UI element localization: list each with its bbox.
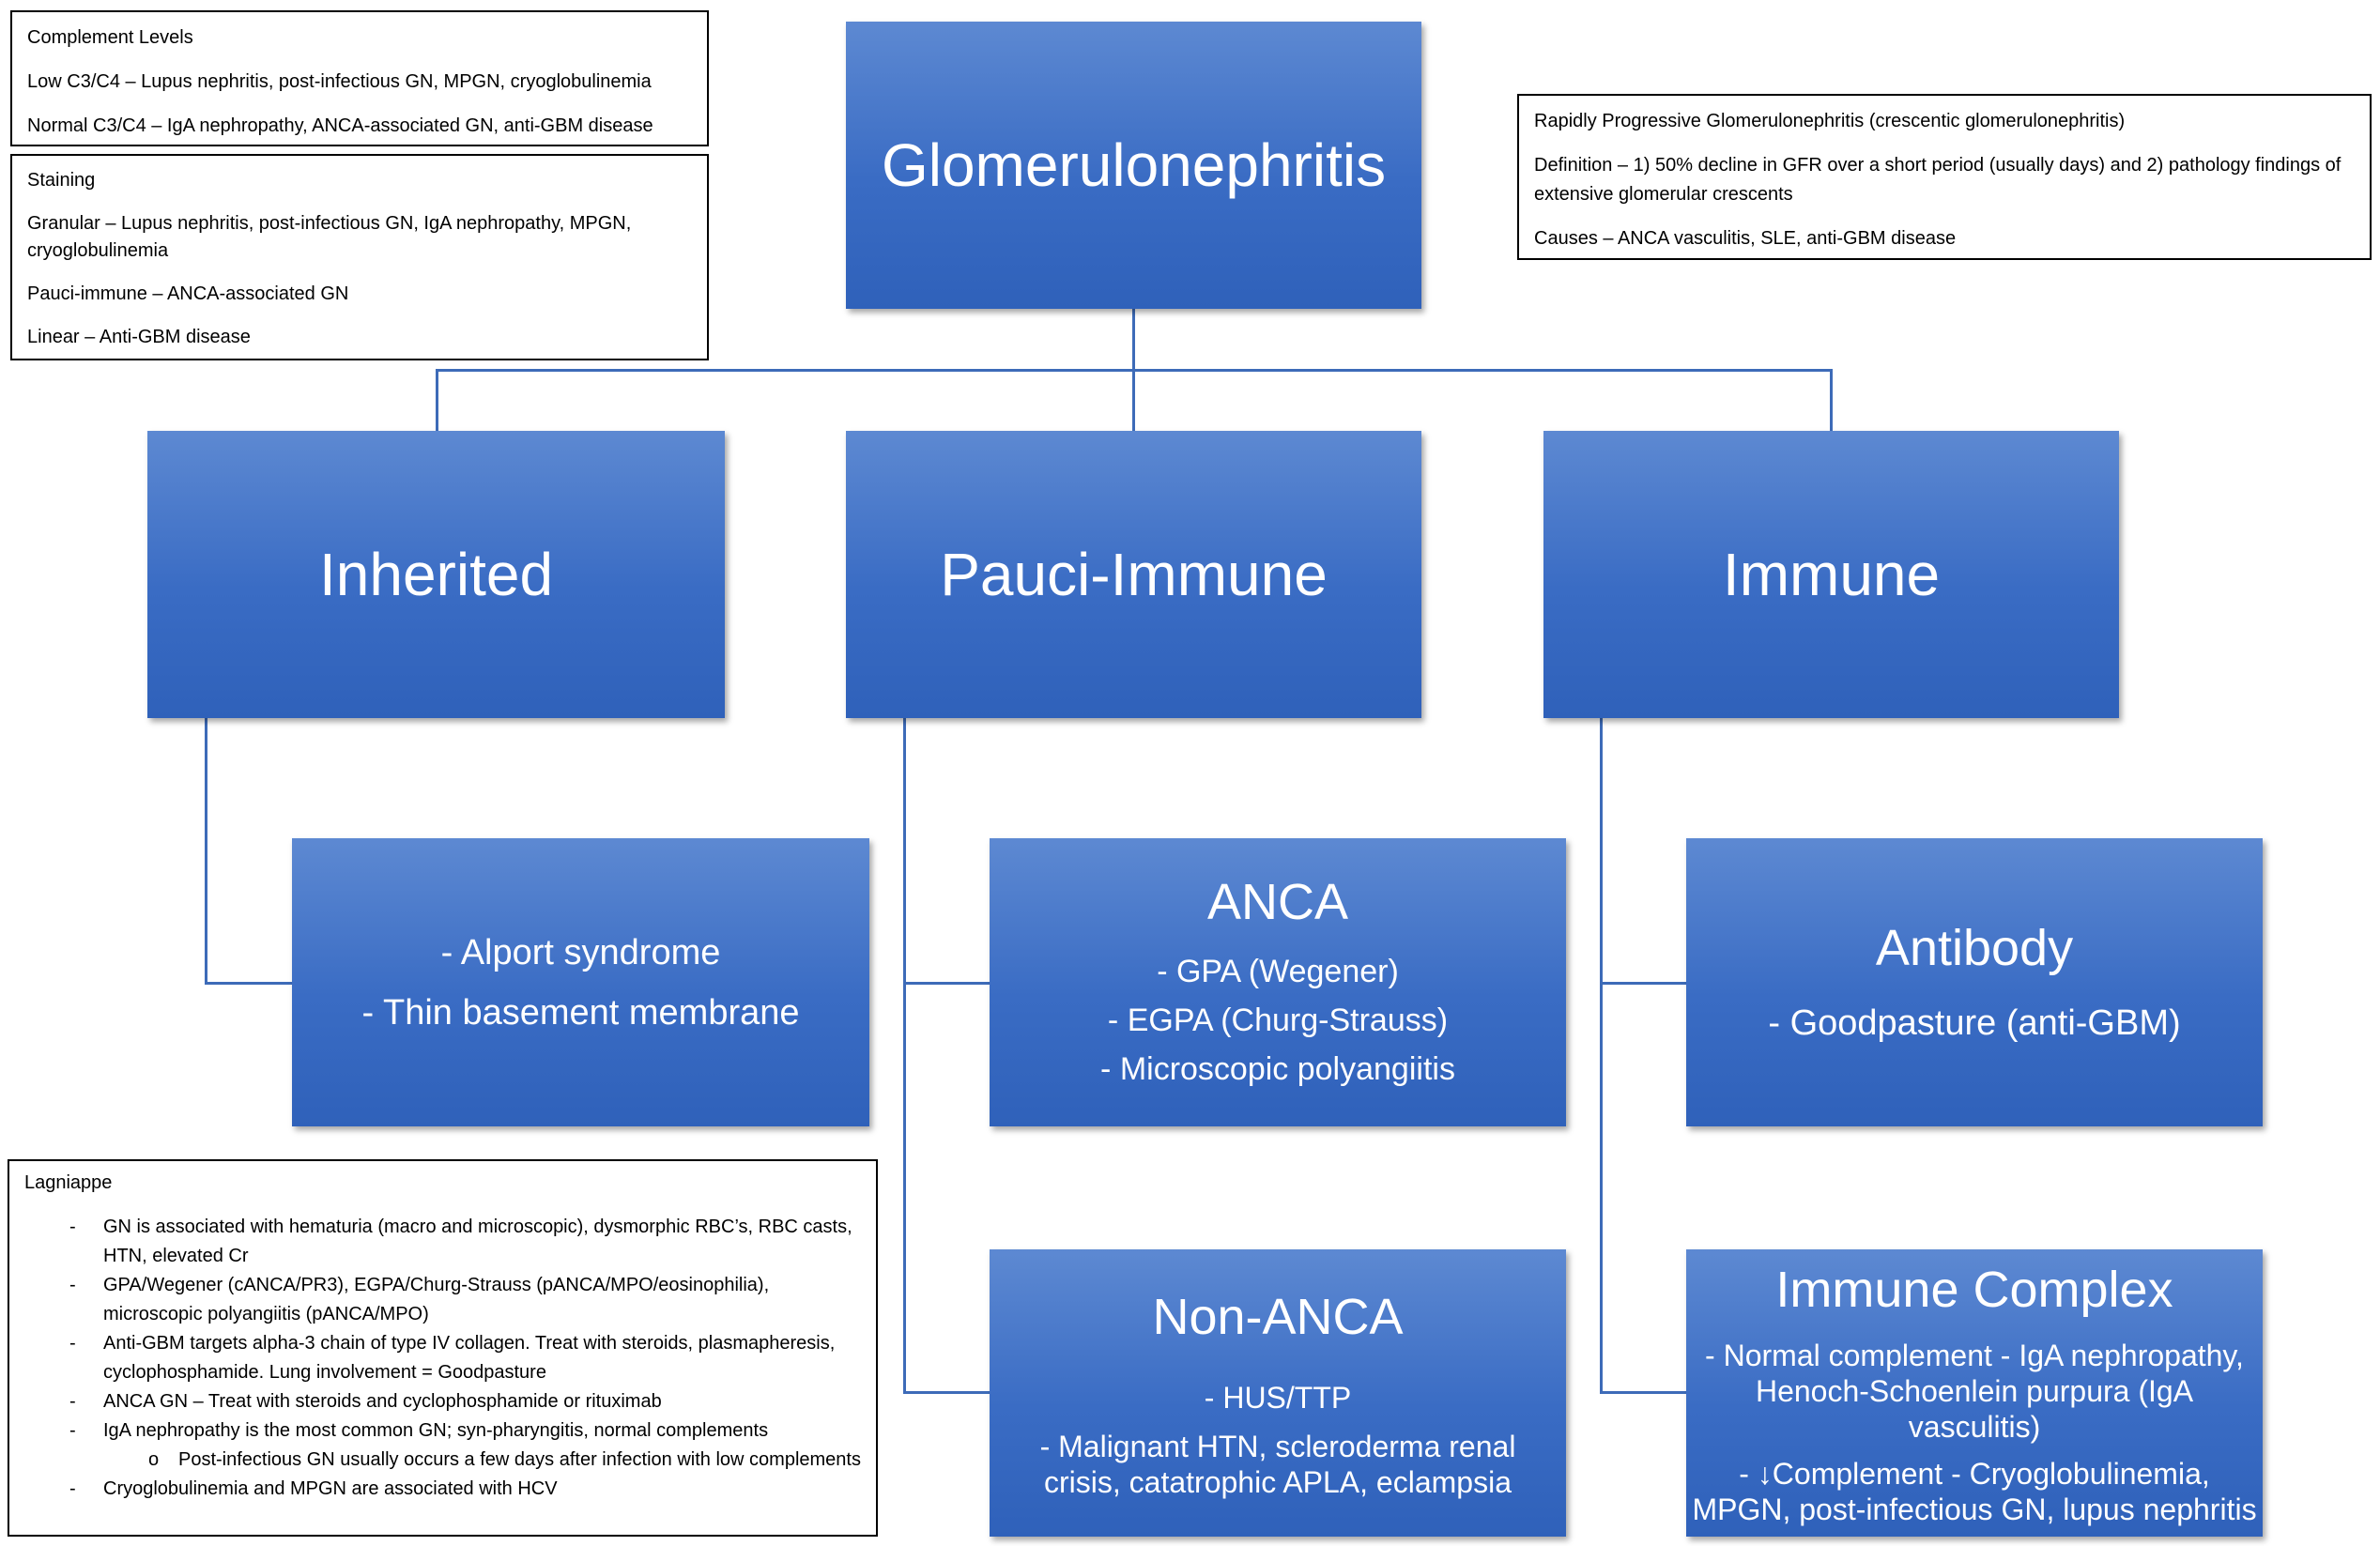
connector xyxy=(205,982,292,985)
lagniappe-note: Lagniappe GN is associated with hematuri… xyxy=(8,1159,878,1537)
antibody-box: Antibody - Goodpasture (anti-GBM) xyxy=(1686,838,2263,1126)
non-anca-box: Non-ANCA - HUS/TTP - Malignant HTN, scle… xyxy=(990,1249,1566,1537)
box-heading: Non-ANCA xyxy=(1152,1289,1404,1346)
list-item: IgA nephropathy is the most common GN; s… xyxy=(24,1416,861,1446)
box-item: - Thin basement membrane xyxy=(361,992,800,1033)
note-line: Linear – Anti-GBM disease xyxy=(27,327,251,347)
box-item: - GPA (Wegener) xyxy=(1157,954,1399,990)
list-item: GPA/Wegener (cANCA/PR3), EGPA/Churg-Stra… xyxy=(24,1271,861,1329)
lagniappe-list: GN is associated with hematuria (macro a… xyxy=(24,1213,861,1504)
connector xyxy=(1600,718,1603,1393)
list-item: GN is associated with hematuria (macro a… xyxy=(24,1213,861,1271)
connector xyxy=(436,369,438,431)
note-heading: Complement Levels xyxy=(27,27,193,48)
box-item: - Goodpasture (anti-GBM) xyxy=(1768,1003,2181,1044)
category-label: Inherited xyxy=(318,541,554,608)
list-subitem: Post-infectious GN usually occurs a few … xyxy=(24,1446,861,1475)
inherited-box: Inherited xyxy=(147,431,725,718)
box-item: - ↓Complement - Cryoglobulinemia, MPGN, … xyxy=(1692,1456,2257,1526)
note-line: Granular – Lupus nephritis, post-infecti… xyxy=(27,213,632,261)
box-item: - Malignant HTN, scleroderma renal crisi… xyxy=(1039,1429,1516,1499)
connector xyxy=(903,1391,990,1394)
box-item: - EGPA (Churg-Strauss) xyxy=(1107,1003,1449,1039)
note-line: Pauci-immune – ANCA-associated GN xyxy=(27,283,349,304)
list-item: Anti-GBM targets alpha-3 chain of type I… xyxy=(24,1329,861,1387)
category-label: Immune xyxy=(1722,541,1941,608)
connector xyxy=(903,982,990,985)
box-heading: ANCA xyxy=(1206,873,1349,930)
connector xyxy=(436,369,1832,372)
category-label: Pauci-Immune xyxy=(940,541,1328,608)
inherited-detail-box: - Alport syndrome - Thin basement membra… xyxy=(292,838,869,1126)
list-item: Cryoglobulinemia and MPGN are associated… xyxy=(24,1475,861,1504)
note-line: Normal C3/C4 – IgA nephropathy, ANCA-ass… xyxy=(27,115,653,136)
staining-note: Staining Granular – Lupus nephritis, pos… xyxy=(10,154,709,360)
title-box: Glomerulonephritis xyxy=(846,22,1421,309)
box-item: - Microscopic polyangiitis xyxy=(1100,1051,1455,1088)
connector xyxy=(903,718,906,1393)
connector xyxy=(1830,369,1833,431)
pauci-immune-box: Pauci-Immune xyxy=(846,431,1421,718)
rpgn-note: Rapidly Progressive Glomerulonephritis (… xyxy=(1517,94,2372,260)
note-heading: Lagniappe xyxy=(24,1172,113,1193)
box-heading: Immune Complex xyxy=(1775,1262,2173,1319)
note-heading: Staining xyxy=(27,170,96,191)
note-line: Causes – ANCA vasculitis, SLE, anti-GBM … xyxy=(1534,228,1957,249)
immune-box: Immune xyxy=(1543,431,2119,718)
connector xyxy=(1600,1391,1686,1394)
complement-levels-note: Complement Levels Low C3/C4 – Lupus neph… xyxy=(10,10,709,146)
box-item: - HUS/TTP xyxy=(1204,1380,1352,1415)
anca-box: ANCA - GPA (Wegener) - EGPA (Churg-Strau… xyxy=(990,838,1566,1126)
box-item: - Alport syndrome xyxy=(440,932,721,972)
box-item: - Normal complement - IgA nephropathy, H… xyxy=(1705,1338,2244,1444)
connector xyxy=(1600,982,1686,985)
note-line: Definition – 1) 50% decline in GFR over … xyxy=(1534,155,2342,205)
connector xyxy=(205,718,207,984)
list-item: ANCA GN – Treat with steroids and cyclop… xyxy=(24,1387,861,1416)
note-heading: Rapidly Progressive Glomerulonephritis (… xyxy=(1534,111,2126,131)
box-heading: Antibody xyxy=(1875,919,2074,976)
diagram-title: Glomerulonephritis xyxy=(881,131,1387,199)
immune-complex-box: Immune Complex - Normal complement - IgA… xyxy=(1686,1249,2263,1537)
note-line: Low C3/C4 – Lupus nephritis, post-infect… xyxy=(27,71,652,92)
